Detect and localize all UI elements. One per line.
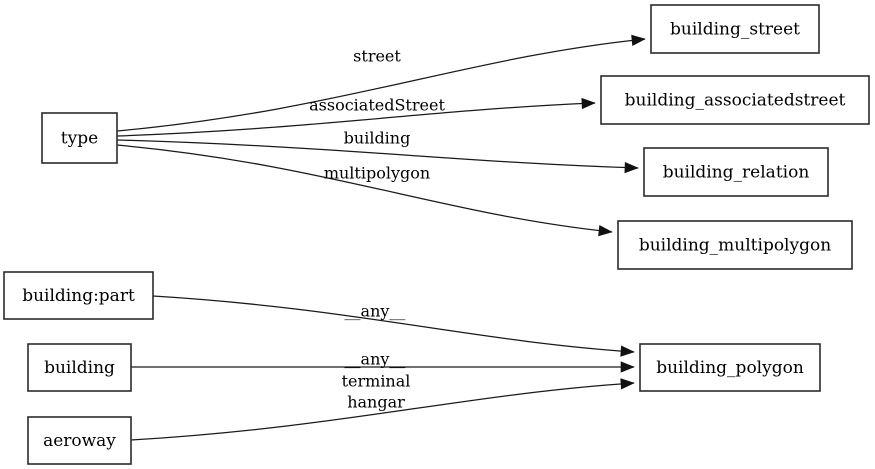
node-label: building:part xyxy=(22,286,135,306)
node-label: type xyxy=(61,129,98,149)
node-aeroway[interactable]: aeroway xyxy=(27,416,132,465)
edge-line xyxy=(116,38,646,132)
edge-arrowhead-icon xyxy=(620,378,635,390)
node-box[interactable] xyxy=(27,416,132,465)
edge-arrowhead-icon xyxy=(624,161,639,174)
edge-arrowhead-icon xyxy=(620,361,635,373)
edge-line xyxy=(116,144,613,233)
edge-building_part-to-building_polygon xyxy=(152,295,635,357)
node-box[interactable] xyxy=(643,147,829,197)
node-box[interactable] xyxy=(600,75,870,125)
edge-arrowhead-icon xyxy=(620,345,635,357)
edge-line xyxy=(116,139,639,169)
edge-label: terminal xyxy=(342,372,411,391)
node-type[interactable]: type xyxy=(41,112,118,164)
node-building_relation[interactable]: building_relation xyxy=(643,147,829,197)
edge-labels-layer: street associatedStreet building multipolyg… xyxy=(309,47,445,412)
node-label: aeroway xyxy=(43,431,116,451)
edge-type-to-building_street xyxy=(116,34,646,132)
node-box[interactable] xyxy=(41,112,118,164)
node-building_part[interactable]: building:part xyxy=(3,271,154,320)
edge-type-to-building_relation xyxy=(116,139,639,174)
edge-label: building xyxy=(344,129,411,148)
edge-line xyxy=(152,295,635,353)
edge-line xyxy=(116,102,596,137)
edge-arrowhead-icon xyxy=(598,225,613,237)
edge-label: multipolygon xyxy=(324,164,430,183)
node-building_multipolygon[interactable]: building_multipolygon xyxy=(617,220,853,270)
node-building_associatedstreet[interactable]: building_associatedstreet xyxy=(600,75,870,125)
node-label: building_polygon xyxy=(656,358,804,378)
node-building_street[interactable]: building_street xyxy=(650,4,820,54)
node-label: building_multipolygon xyxy=(639,236,831,256)
edge-aeroway-to-building_polygon xyxy=(130,378,635,441)
node-building_polygon[interactable]: building_polygon xyxy=(639,343,821,392)
edge-line xyxy=(130,382,635,441)
edge-label-secondary: hangar xyxy=(347,393,405,412)
node-box[interactable] xyxy=(617,220,853,270)
edge-arrowhead-icon xyxy=(631,34,646,46)
edge-arrowhead-icon xyxy=(581,97,596,110)
nodes-layer: type building_street building_associatedst… xyxy=(3,4,870,465)
node-box[interactable] xyxy=(27,343,132,392)
edge-label: street xyxy=(353,47,401,66)
edge-building-to-building_polygon xyxy=(131,361,635,373)
node-box[interactable] xyxy=(3,271,154,320)
node-building[interactable]: building xyxy=(27,343,132,392)
node-label: building xyxy=(44,358,115,378)
node-label: building_relation xyxy=(663,163,810,183)
edge-label: associatedStreet xyxy=(309,96,445,115)
node-box[interactable] xyxy=(650,4,820,54)
node-label: building_associatedstreet xyxy=(625,91,846,111)
edge-type-to-building_multipolygon xyxy=(116,144,613,237)
edges-layer xyxy=(116,34,646,441)
node-box[interactable] xyxy=(639,343,821,392)
edge-label: __any__ xyxy=(345,302,406,321)
edge-label: __any__ xyxy=(345,350,406,369)
edge-type-to-building_associatedstreet xyxy=(116,97,596,137)
node-label: building_street xyxy=(670,20,800,40)
